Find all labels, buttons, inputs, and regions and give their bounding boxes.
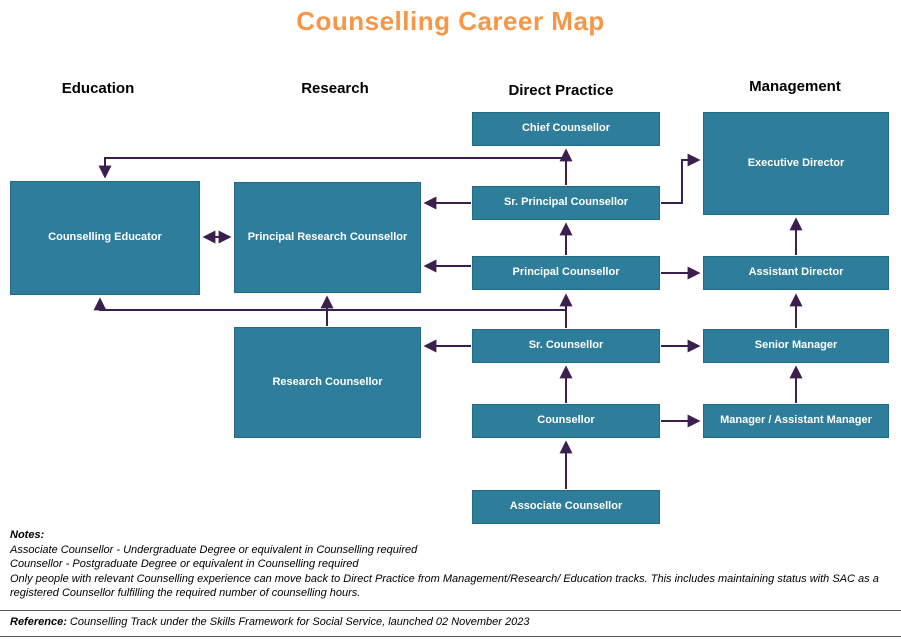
node-sr-principal-counsellor: Sr. Principal Counsellor [472, 186, 660, 220]
arrow-sr-principal-counsellor-to-counselling-educator [98, 157, 566, 179]
notes-heading: Notes: [10, 529, 45, 541]
node-executive-director: Executive Director [703, 112, 889, 215]
node-research-counsellor: Research Counsellor [234, 327, 421, 438]
arrow-sr-principal-counsellor-to-executive-director [661, 153, 701, 204]
node-manager-assistant-manager: Manager / Assistant Manager [703, 404, 889, 438]
column-header-management: Management [749, 78, 841, 95]
column-header-direct-practice: Direct Practice [508, 82, 614, 99]
note-line: Only people with relevant Counselling ex… [10, 572, 879, 600]
notes-block: Notes: Associate Counsellor - Undergradu… [10, 528, 882, 601]
reference-label: Reference: [10, 616, 67, 628]
column-header-research: Research [301, 80, 369, 97]
column-header-education: Education [61, 80, 135, 97]
node-principal-research-counsellor: Principal Research Counsellor [234, 182, 421, 293]
bottom-divider [0, 636, 901, 637]
node-associate-counsellor: Associate Counsellor [472, 490, 660, 524]
note-line: Counsellor - Postgraduate Degree or equi… [10, 558, 359, 570]
node-chief-counsellor: Chief Counsellor [472, 112, 660, 146]
reference-block: Reference: Counselling Track under the S… [0, 610, 901, 628]
node-principal-counsellor: Principal Counsellor [472, 256, 660, 290]
node-counselling-educator: Counselling Educator [10, 181, 200, 295]
node-assistant-director: Assistant Director [703, 256, 889, 290]
arrow-sr-counsellor-to-counselling-educator [93, 297, 566, 311]
node-sr-counsellor: Sr. Counsellor [472, 329, 660, 363]
page-title: Counselling Career Map [296, 6, 605, 36]
node-senior-manager: Senior Manager [703, 329, 889, 363]
note-line: Associate Counsellor - Undergraduate Deg… [10, 543, 418, 556]
reference-text: Counselling Track under the Skills Frame… [66, 616, 530, 628]
node-counsellor: Counsellor [472, 404, 660, 438]
